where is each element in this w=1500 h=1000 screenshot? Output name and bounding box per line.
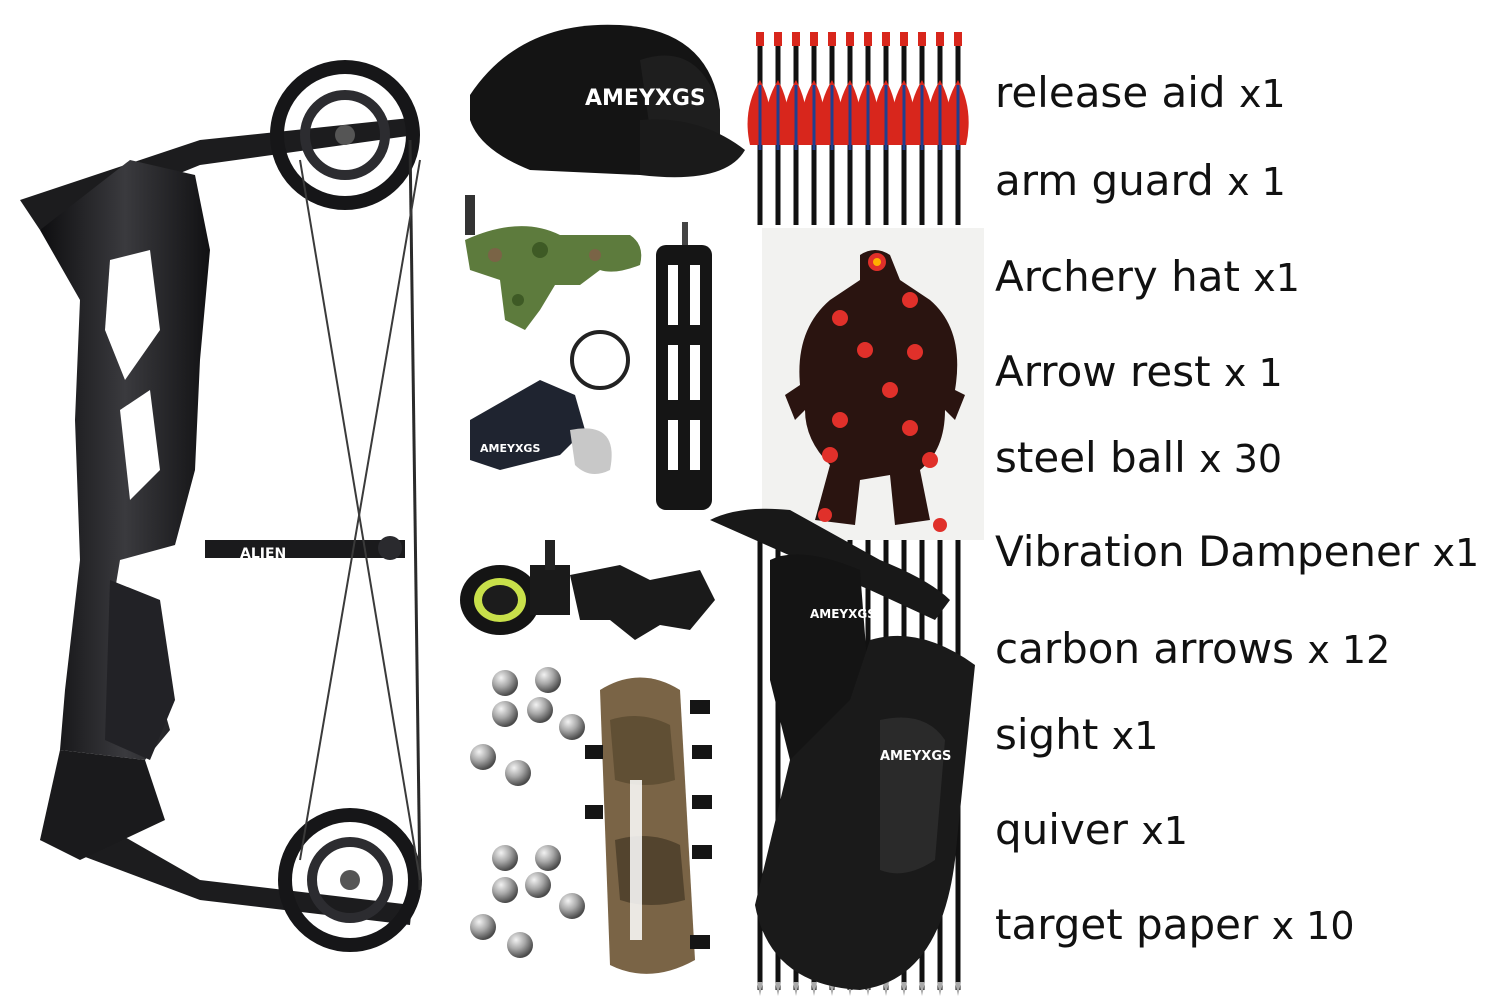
item-name: steel ball — [995, 433, 1186, 482]
item-name: carbon arrows — [995, 624, 1294, 673]
list-item: Vibration Dampener x1 — [995, 527, 1479, 578]
list-item: sight x1 — [995, 710, 1158, 761]
item-qty: x 12 — [1307, 628, 1391, 672]
arm-guard-icon — [585, 677, 712, 974]
item-qty: x1 — [1141, 809, 1188, 853]
list-item: release aid x1 — [995, 68, 1286, 119]
item-qty: x1 — [1432, 531, 1480, 575]
item-qty: x1 — [1253, 256, 1300, 300]
stabilizer-icon — [656, 222, 712, 510]
rest-logo: AMEYXGS — [480, 442, 540, 455]
bow-label: ALIEN — [240, 546, 286, 562]
list-item: arm guard x 1 — [995, 156, 1286, 207]
item-qty: x 10 — [1271, 904, 1355, 948]
item-qty: x 30 — [1199, 437, 1283, 481]
item-qty: x1 — [1238, 72, 1286, 116]
list-item: Arrow rest x 1 — [995, 347, 1283, 398]
quiver-logo-main: AMEYXGS — [880, 749, 951, 764]
item-qty: x 1 — [1227, 160, 1286, 204]
list-item: carbon arrows x 12 — [995, 624, 1390, 675]
item-qty: x 1 — [1223, 351, 1283, 395]
target-paper-icon — [762, 228, 984, 540]
item-name: arm guard — [995, 156, 1214, 205]
list-item: steel ball x 30 — [995, 433, 1282, 484]
list-item: quiver x1 — [995, 805, 1188, 856]
cap-icon: AMEYXGS — [470, 24, 745, 178]
item-name: Archery hat — [995, 252, 1240, 301]
item-name: quiver — [995, 805, 1128, 854]
item-name: sight — [995, 710, 1099, 759]
item-name: Vibration Dampener — [995, 527, 1420, 576]
steel-ball-icon — [470, 667, 585, 958]
list-item: target paper x 10 — [995, 900, 1355, 951]
item-name: target paper — [995, 900, 1259, 949]
quiver-icon: AMEYXGS AMEYXGS — [710, 508, 975, 990]
compound-bow-icon: ALIEN — [20, 60, 422, 952]
item-name: release aid — [995, 68, 1226, 117]
release-aid-icon — [465, 195, 642, 330]
quiver-logo-top: AMEYXGS — [810, 607, 876, 621]
item-qty: x1 — [1111, 714, 1159, 758]
arrow-rest-icon: AMEYXGS — [470, 330, 630, 474]
list-item: Archery hat x1 — [995, 252, 1300, 303]
bow-sight-icon — [460, 540, 715, 640]
hat-logo: AMEYXGS — [585, 86, 706, 111]
item-name: Arrow rest — [995, 347, 1211, 396]
included-items-list: release aid x1 arm guard x 1 Archery hat… — [995, 60, 1495, 980]
